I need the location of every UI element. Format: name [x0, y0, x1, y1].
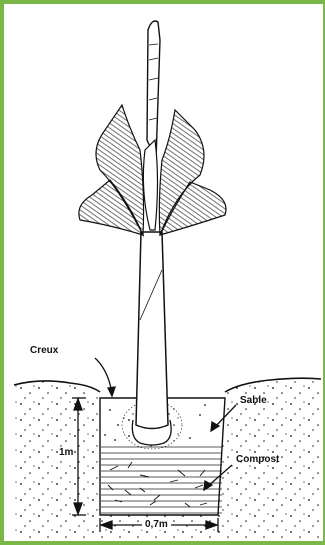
compost-layer: [101, 445, 222, 514]
label-compost: Compost: [236, 454, 279, 465]
label-width: 0,7m: [142, 519, 171, 530]
label-depth: 1m: [58, 447, 74, 458]
label-hollow: Creux: [30, 345, 58, 356]
label-sand: Sable: [240, 395, 267, 406]
